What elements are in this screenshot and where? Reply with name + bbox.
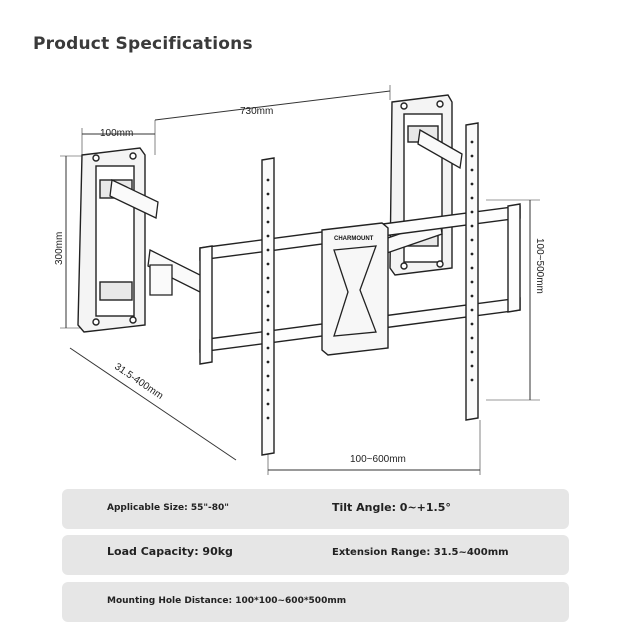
center-cover-plate: CHARMOUNT [321, 222, 389, 356]
spec-row-2 [62, 535, 569, 575]
load-capacity-text: Load Capacity: 90kg [107, 545, 233, 558]
plate-height-label: 300mm [54, 232, 65, 265]
wall-mount-diagram: 100mm 730mm 300mm 100~500mm 31.5-400mm 1… [54, 85, 545, 475]
overall-width-label: 730mm [240, 106, 273, 117]
mounting-hole-distance-text: Mounting Hole Distance: 100*100~600*500m… [107, 596, 347, 606]
applicable-size-text: Applicable Size: 55"-80" [107, 503, 229, 513]
extension-range-text: Extension Range: 31.5~400mm [332, 547, 509, 558]
right-vesa-bracket [465, 122, 479, 421]
tilt-angle-text: Tilt Angle: 0~+1.5° [332, 501, 451, 514]
vesa-height-label: 100~500mm [534, 238, 545, 294]
spec-row-3 [62, 582, 569, 622]
brand-logo: CHARMOUNT [334, 236, 374, 242]
left-wall-plate [77, 147, 146, 333]
spec-row-1 [62, 489, 569, 529]
articulating-arms [109, 128, 463, 297]
plate-width-label: 100mm [100, 128, 133, 139]
vesa-width-label: 100~600mm [350, 454, 406, 465]
page-title: Product Specifications [33, 34, 253, 54]
